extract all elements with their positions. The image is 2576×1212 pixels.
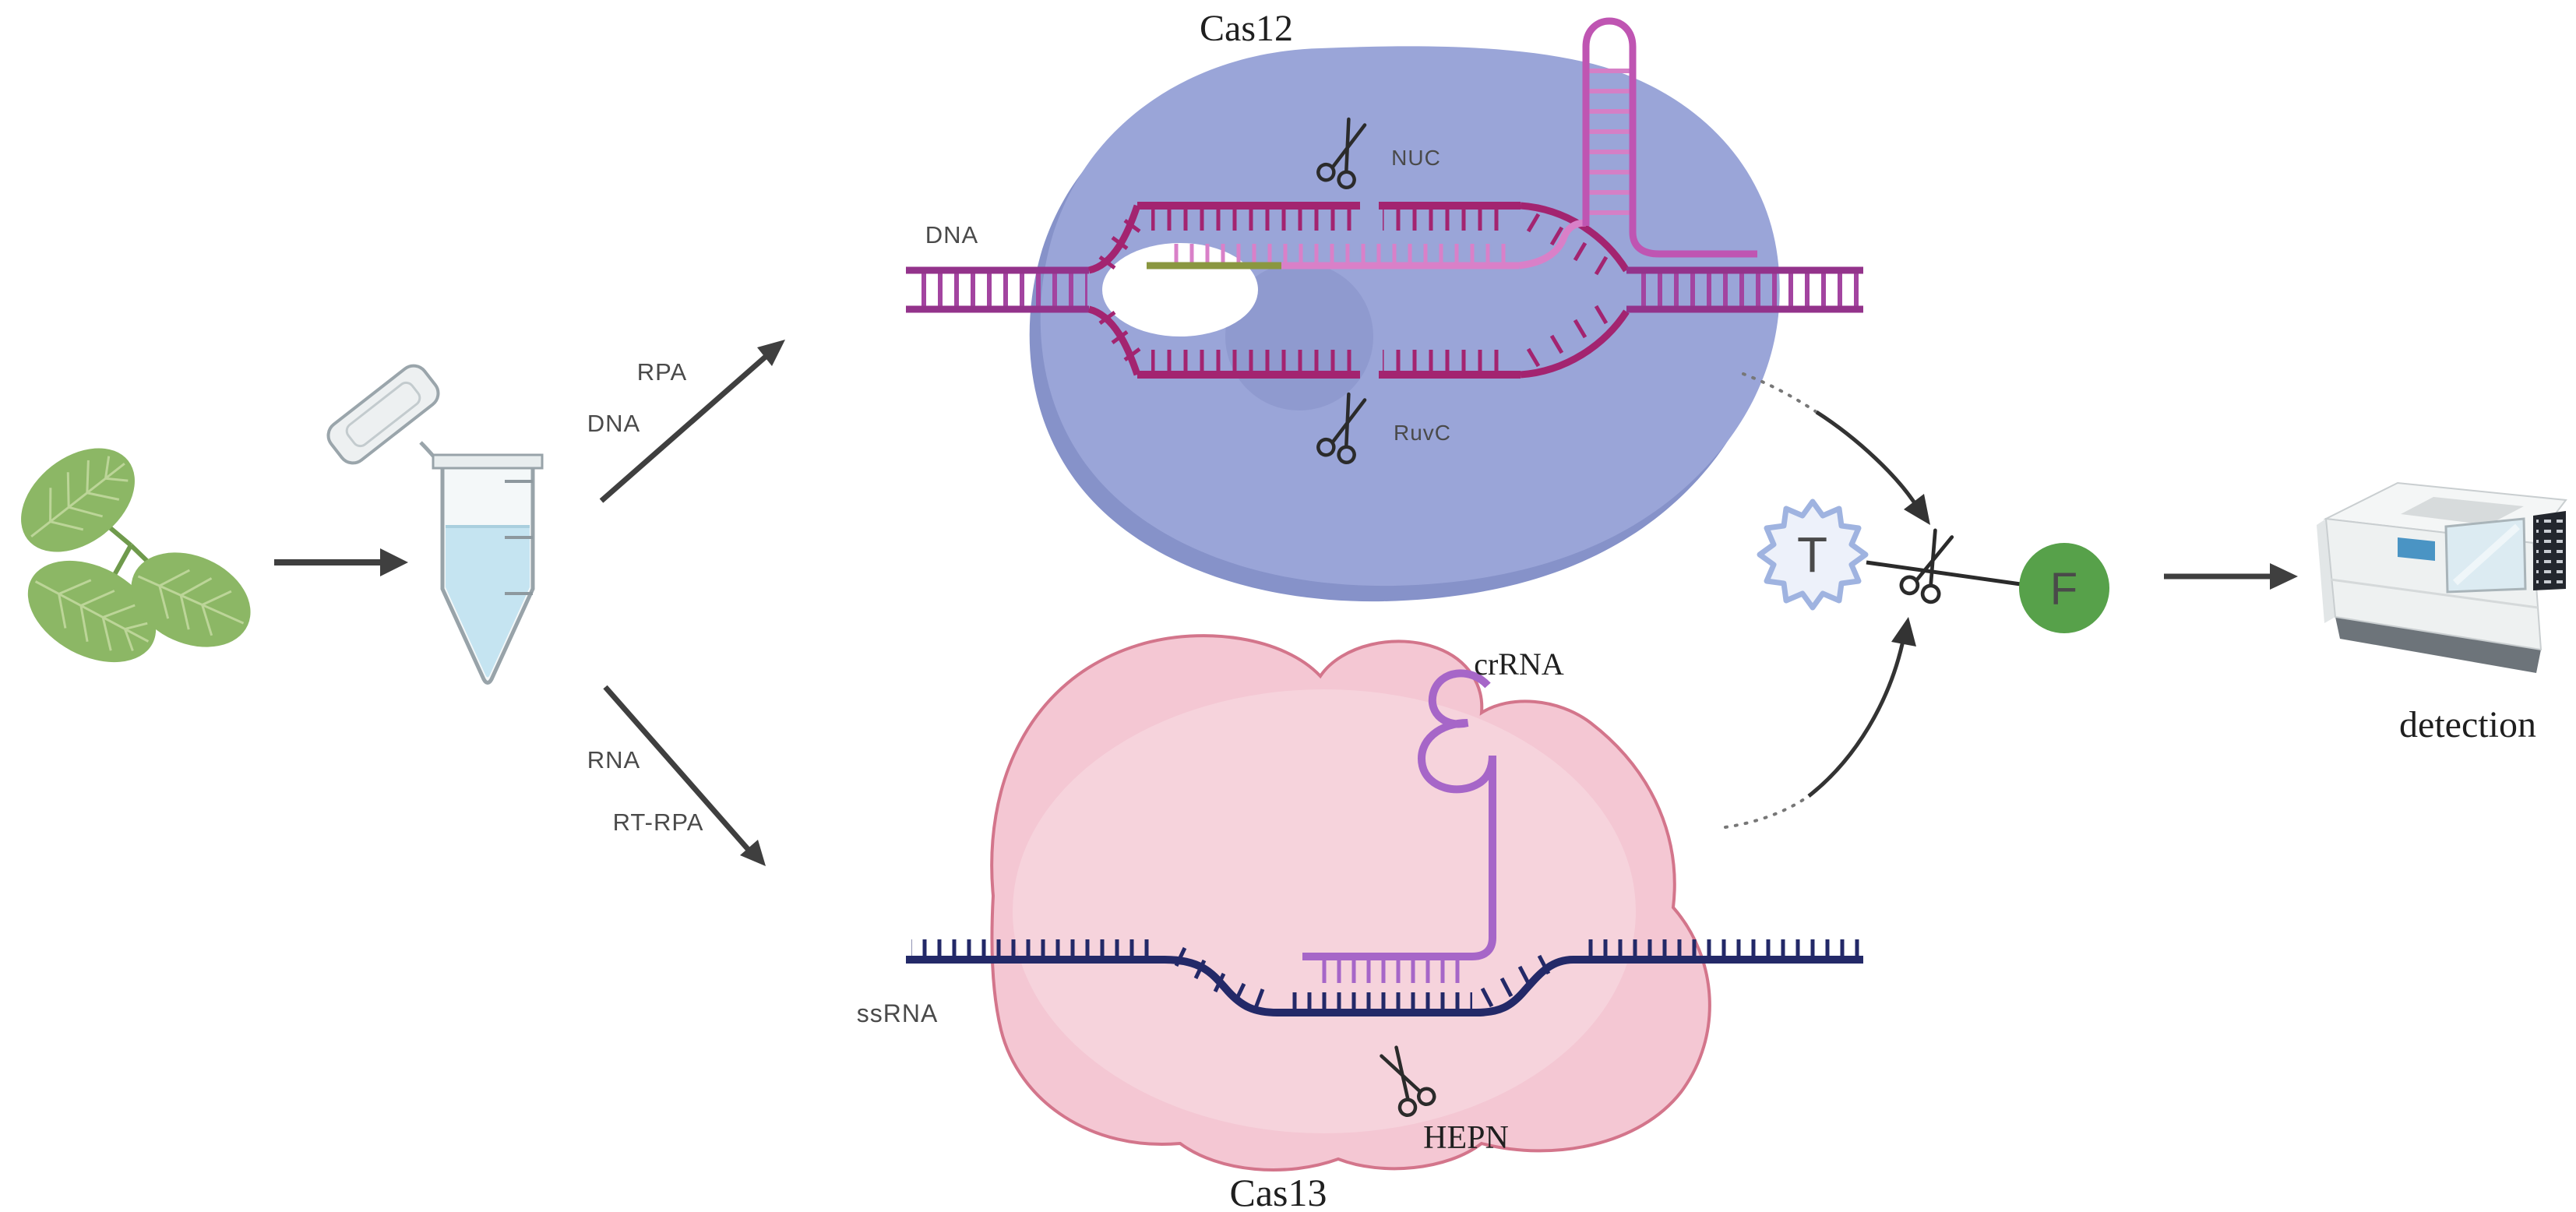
- detection-label: detection: [2399, 704, 2536, 745]
- leaflet-left: [27, 560, 157, 663]
- cas12-complex: NUC RuvC: [906, 17, 1863, 602]
- cleavage-arrow-from-cas13: [1724, 617, 1916, 829]
- crrna-cas13: [1302, 669, 1496, 983]
- dna-input-label: DNA: [587, 410, 640, 437]
- cas13-label: Cas13: [1230, 1171, 1327, 1212]
- crrna-hairpin: [1582, 17, 1757, 258]
- dna-duplex: [906, 202, 1863, 379]
- reporter-linker: [1866, 560, 2021, 587]
- crrna-label: crRNA: [1474, 647, 1564, 682]
- quencher-label: T: [1797, 527, 1828, 583]
- rna-input-label: RNA: [587, 746, 640, 773]
- machine-base: [2335, 617, 2541, 673]
- cas13-blob: [990, 634, 1711, 1171]
- fluorophore-circle: [2019, 543, 2109, 633]
- hepn-label: HEPN: [1423, 1120, 1509, 1156]
- detection-arrow: [2164, 563, 2298, 590]
- leaflet-right: [131, 552, 251, 647]
- quencher-burst: [1757, 499, 1869, 611]
- rpa-arrow: [599, 340, 785, 503]
- microcentrifuge-tube: [326, 364, 544, 685]
- tube-cap: [326, 364, 440, 465]
- machine-display: [2398, 537, 2435, 561]
- fluorophore-label: F: [2050, 564, 2078, 615]
- ssrna-label: ssRNA: [857, 999, 939, 1027]
- detection-instrument: [2317, 481, 2567, 673]
- rt-rpa-arrow: [603, 685, 766, 866]
- rt-rpa-label: RT-RPA: [613, 809, 704, 836]
- reporter: T F: [1757, 499, 2109, 633]
- crrna-pairing-strand: [1147, 219, 1587, 270]
- nuc-label: NUC: [1391, 146, 1441, 170]
- cas12-label: Cas12: [1200, 8, 1293, 49]
- leaf-sample: [21, 448, 251, 663]
- ssrna-strand: [906, 939, 1863, 1016]
- cas13-inner-highlight: [1013, 689, 1636, 1133]
- leaflet-top: [21, 448, 135, 552]
- machine-lid: [2401, 497, 2524, 525]
- tube-liquid: [446, 527, 530, 678]
- cas13-complex: HEPN: [906, 634, 1863, 1171]
- dna-label: DNA: [925, 221, 978, 248]
- rpa-label: RPA: [637, 358, 687, 386]
- sample-arrow: [274, 548, 408, 576]
- ruvc-label: RuvC: [1394, 421, 1451, 445]
- reporter-scissors-icon: [1899, 526, 1961, 604]
- cleavage-arrow-from-cas12: [1742, 372, 1930, 525]
